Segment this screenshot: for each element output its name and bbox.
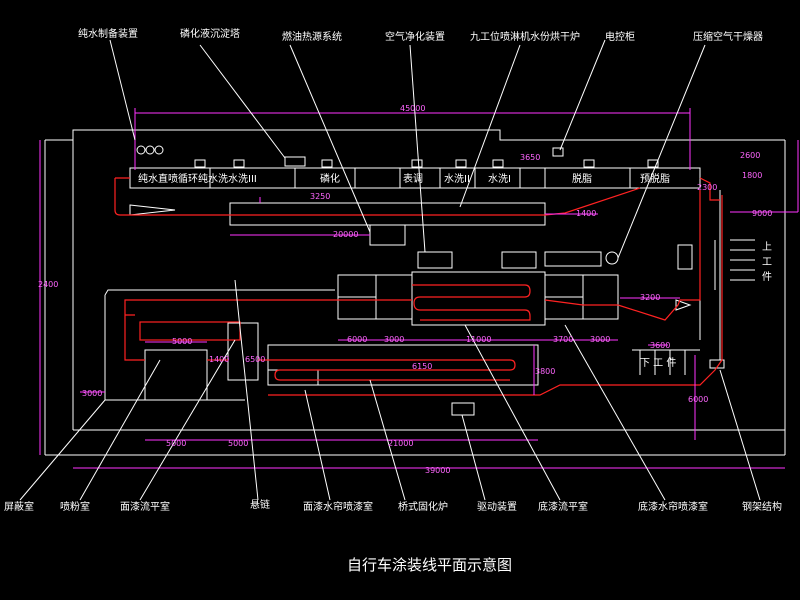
dim-5000c: 5000 <box>228 439 248 448</box>
dim-lower-length: 39000 <box>425 466 450 475</box>
station-water-wash-1: 水洗I <box>488 173 511 185</box>
label-pure-water-unit: 纯水制备装置 <box>78 27 138 40</box>
station-pure-water-wash: 纯水直喷循环纯水洗水洗III <box>138 172 257 185</box>
dim-1800: 1800 <box>742 171 762 180</box>
dim-3200: 3200 <box>640 293 660 302</box>
dim-11000: 11000 <box>466 335 491 344</box>
dim-3000b: 3000 <box>590 335 610 344</box>
station-phosphating: 磷化 <box>320 172 340 185</box>
label-drive-unit: 驱动装置 <box>477 500 517 513</box>
station-pre-degreasing: 预脱脂 <box>640 172 670 185</box>
leader-lines-top <box>109 39 706 259</box>
unload-label: 下 工 件 <box>640 357 676 369</box>
upload-arrows <box>714 239 755 290</box>
dim-6500: 6500 <box>245 355 265 364</box>
dim-1400a: 1400 <box>576 209 596 218</box>
dim-20000: 20000 <box>333 230 358 239</box>
station-water-wash-2: 水洗II <box>444 173 470 185</box>
top-labels: 纯水制备装置 磷化液沉淀塔 燃油热源系统 空气净化装置 九工位喷淋机水份烘干炉 … <box>78 27 763 43</box>
dim-6150: 6150 <box>412 362 432 371</box>
label-powder-booth: 喷粉室 <box>60 500 90 513</box>
label-control-cabinet: 电控柜 <box>605 30 635 43</box>
label-topcoat-water-curtain-booth: 面漆水帘喷漆室 <box>303 500 373 513</box>
dim-5000b: 5000 <box>166 439 186 448</box>
upload-char-3: 件 <box>762 271 772 283</box>
dim-2300: 2300 <box>697 183 717 192</box>
label-shielding-room: 屏蔽室 <box>4 500 34 513</box>
dim-9000: 9000 <box>752 209 772 218</box>
dim-left-height: 2400 <box>38 280 58 289</box>
dim-3000c: 3000 <box>82 389 102 398</box>
dimension-texts: 45000 39000 2400 3650 2600 1800 2300 900… <box>38 104 772 475</box>
dim-2600: 2600 <box>740 151 760 160</box>
station-labels: 纯水直喷循环纯水洗水洗III 磷化 表调 水洗II 水洗I 脱脂 预脱脂 <box>138 172 670 185</box>
dim-3000a: 3000 <box>384 335 404 344</box>
bottom-labels: 屏蔽室 喷粉室 面漆流平室 悬链 面漆水帘喷漆室 桥式固化炉 驱动装置 底漆流平… <box>4 498 782 513</box>
dim-3650: 3650 <box>520 153 540 162</box>
dim-5000a: 5000 <box>172 337 192 346</box>
building-outline <box>44 129 786 456</box>
station-surface-conditioning: 表调 <box>403 172 423 185</box>
upload-char-2: 工 <box>762 257 772 268</box>
station-degreasing: 脱脂 <box>572 172 592 185</box>
dim-6000a: 6000 <box>347 335 367 344</box>
label-primer-water-curtain-booth: 底漆水帘喷漆室 <box>638 500 708 513</box>
label-air-dryer: 压缩空气干燥器 <box>693 30 763 43</box>
dim-6000b: 6000 <box>688 395 708 404</box>
label-primer-flash-room: 底漆流平室 <box>538 500 588 513</box>
label-steel-frame: 钢架结构 <box>742 500 782 513</box>
label-phosphate-tower: 磷化液沉淀塔 <box>180 27 240 40</box>
label-oil-heat-system: 燃油热源系统 <box>282 30 342 43</box>
spray-booth-zone <box>104 244 725 416</box>
label-chain: 悬链 <box>250 498 270 511</box>
workpiece-labels: 上 工 件 下 工 件 <box>640 241 772 369</box>
leader-lines-bottom <box>19 279 761 501</box>
drawing-title: 自行车涂装线平面示意图 <box>347 556 512 574</box>
dim-1400b: 1400 <box>209 355 229 364</box>
dim-3250: 3250 <box>310 192 330 201</box>
unload-arrows <box>632 349 700 375</box>
dim-3600: 3600 <box>650 341 670 350</box>
dimension-lines <box>39 108 799 469</box>
upload-char-1: 上 <box>762 241 772 253</box>
label-topcoat-flash-room: 面漆流平室 <box>120 500 170 513</box>
label-air-purifier: 空气净化装置 <box>385 30 445 43</box>
label-bridge-curing-oven: 桥式固化炉 <box>398 500 448 513</box>
dim-overall-length: 45000 <box>400 104 425 113</box>
dim-21000: 21000 <box>388 439 413 448</box>
dim-3700: 3700 <box>553 335 573 344</box>
dim-3800: 3800 <box>535 367 555 376</box>
label-nine-station-dryer: 九工位喷淋机水份烘干炉 <box>470 30 580 43</box>
